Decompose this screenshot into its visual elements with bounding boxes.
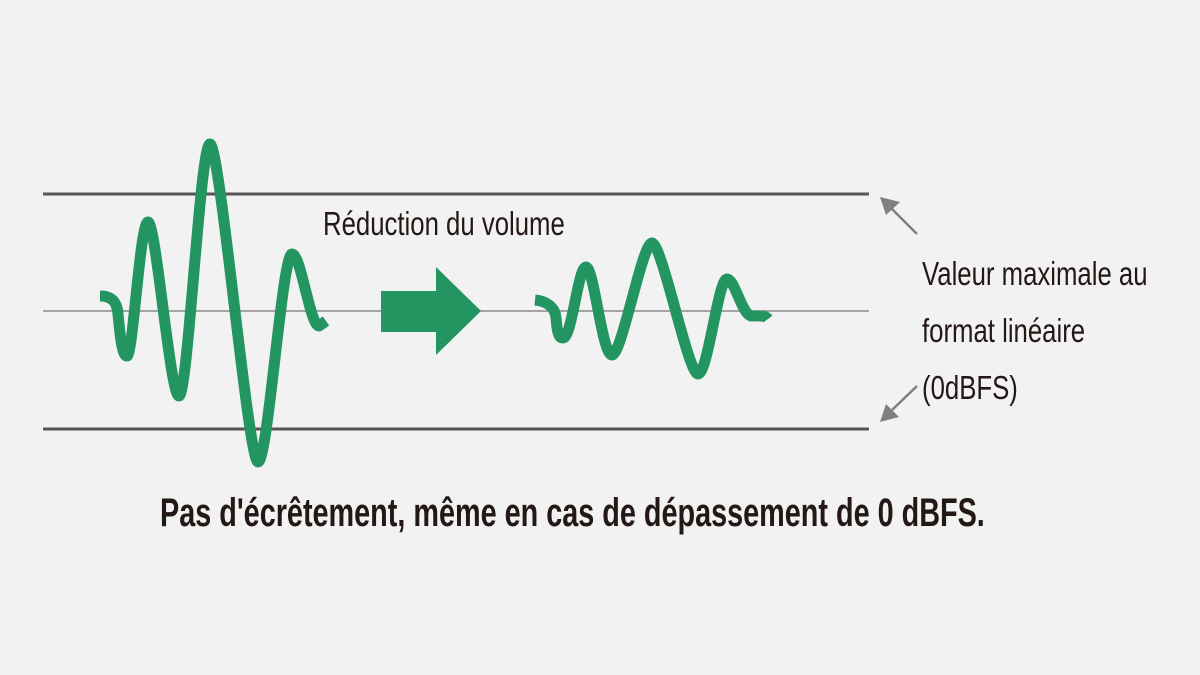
reduced-waveform — [534, 237, 773, 380]
upper-annotation-arrow-icon — [880, 197, 918, 235]
lower-annotation-arrow-icon — [880, 385, 918, 422]
caption: Pas d'écrêtement, même en cas de dépasse… — [160, 491, 985, 535]
max-value-label-line3: (0dBFS) — [922, 369, 1018, 406]
original-waveform — [99, 138, 330, 468]
max-value-label: Valeur maximale au format linéaire (0dBF… — [922, 245, 1148, 416]
max-value-label-line2: format linéaire — [922, 312, 1086, 349]
max-value-label-line1: Valeur maximale au — [922, 255, 1148, 292]
reduction-arrow-icon — [381, 267, 481, 355]
volume-reduction-label: Réduction du volume — [323, 205, 565, 242]
